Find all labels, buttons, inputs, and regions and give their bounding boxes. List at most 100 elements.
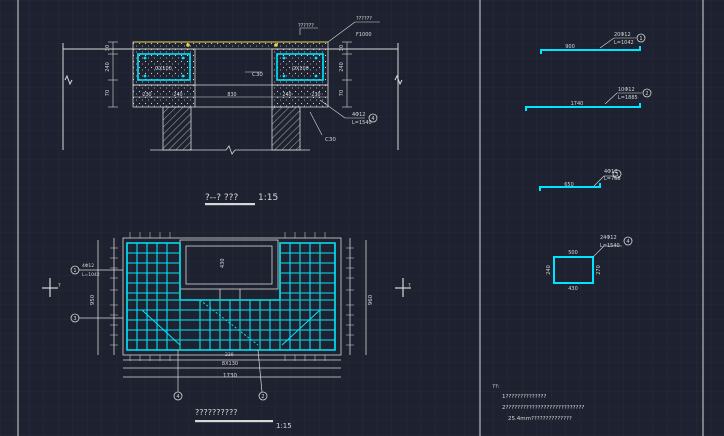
- plan-rebar-dot: [219, 319, 221, 321]
- section-dim-bottom: 830: [227, 92, 236, 98]
- plan-marker-right: ?: [408, 283, 411, 289]
- plan-rebar-dot: [279, 292, 281, 294]
- plan-rebar-dot: [239, 319, 241, 321]
- rebar-4-label2: L=1540: [600, 243, 620, 249]
- plan-rebar-dot: [259, 309, 261, 311]
- notes-line1: 1??????????????: [502, 394, 546, 400]
- plan-rebar-dot: [209, 299, 211, 301]
- plan-rebar-dot: [239, 309, 241, 311]
- section-scale: 1:15: [258, 193, 278, 203]
- plan-rebar-dot: [299, 262, 301, 264]
- plan-rebar-dot: [239, 339, 241, 341]
- plan-rebar-dot: [156, 299, 158, 301]
- plan-rebar-dot: [219, 349, 221, 351]
- rebar-4-num: 4: [626, 239, 629, 245]
- section-callout-text2: L=1540: [352, 120, 372, 126]
- plan-width-total: 1730: [223, 373, 237, 379]
- plan-callout-2-circle: [258, 391, 268, 401]
- plan-rebar-dot: [179, 242, 181, 244]
- plan-rebar-dot: [319, 339, 321, 341]
- plan-rebar-dot: [299, 309, 301, 311]
- plan-rebar-dot: [299, 272, 301, 274]
- plan-callout-2-num: 2: [261, 394, 264, 400]
- plan-height-total: 950: [90, 294, 96, 305]
- section-callout-num: 4: [371, 116, 374, 122]
- plan-rebar-dot: [199, 349, 201, 351]
- plan-rebar-dot: [179, 299, 181, 301]
- plan-rebar-dot: [199, 299, 201, 301]
- rebar-1-circle: [636, 33, 646, 43]
- plan-rebar-dot: [279, 282, 281, 284]
- plan-rebar-dot: [279, 262, 281, 264]
- plan-rebar-dot: [179, 282, 181, 284]
- rebar-2-num: 2: [645, 91, 648, 97]
- rebar-3-shape: [539, 183, 601, 191]
- section-block-label-right: GX100: [292, 66, 309, 72]
- plan-rebar-dot: [319, 309, 321, 311]
- drawing-frame: [17, 0, 704, 436]
- rebar-3-label2: L=768: [604, 176, 621, 182]
- rebar-1-label1: 20Φ12: [614, 32, 631, 38]
- plan-rebar-dot: [299, 282, 301, 284]
- plan-rebar-dot: [179, 252, 181, 254]
- plan-rebar-dot: [279, 272, 281, 274]
- plan-rebar-dot: [299, 349, 301, 351]
- plan-rebar-dot: [179, 349, 181, 351]
- rebar-3-num: 3: [615, 172, 618, 178]
- rebar-1-shape: [540, 46, 641, 54]
- rebar-3-circle: [612, 169, 622, 179]
- plan-rebar-dot: [319, 319, 321, 321]
- plan-rebar-dot: [299, 242, 301, 244]
- notes-heading: ??:: [492, 384, 500, 390]
- plan-rebar-dot: [319, 252, 321, 254]
- plan-rebar-dot: [126, 299, 128, 301]
- section-dim-right: 30: [339, 45, 345, 51]
- rebar-4-label1: 24Φ12: [600, 235, 617, 241]
- section-block-label-left: GX100: [155, 66, 172, 72]
- plan-rebar-dot: [319, 282, 321, 284]
- plan-rebar-dot: [219, 299, 221, 301]
- notes-line3: 25.4mm??????????????: [508, 416, 572, 422]
- plan-rebar-dot: [279, 349, 281, 351]
- plan-rebar-dot: [179, 272, 181, 274]
- section-dim-bottom: 240: [282, 92, 291, 98]
- plan-rebar-dot: [259, 299, 261, 301]
- plan-rebar-dot: [279, 329, 281, 331]
- rebar-details: 900 20Φ12 L=1042 1 1740 10Φ12 L=1885 2 6…: [525, 32, 652, 292]
- plan-rebar-dot: [334, 299, 336, 301]
- section-dim-bottom: 230: [311, 92, 320, 98]
- rebar-1-length: 900: [565, 44, 575, 50]
- plan-rebar-dot: [239, 329, 241, 331]
- section-dim-right: 70: [339, 90, 345, 96]
- section-dim-left: 30: [105, 45, 111, 51]
- plan-rebar-dot: [299, 299, 301, 301]
- plan-rebar-dot: [299, 292, 301, 294]
- plan-rebar-dot: [279, 319, 281, 321]
- plan-callout-1-circle: [70, 265, 80, 275]
- plan-rebar-dot: [289, 299, 291, 301]
- rebar-4-length-bottom: 430: [568, 286, 578, 292]
- plan-width-inner: 8X130: [222, 361, 238, 367]
- plan-rebar-dot: [259, 339, 261, 341]
- plan-rebar-dot: [179, 292, 181, 294]
- section-c30-label: C30: [252, 72, 263, 78]
- plan-rebar-dot: [299, 319, 301, 321]
- plan-rebar-dot: [279, 299, 281, 301]
- plan-rebar-dot: [179, 319, 181, 321]
- section-c30-label-bottom: C30: [325, 137, 336, 143]
- section-dim-bottom: 240: [173, 92, 182, 98]
- section-top-note: ??????: [298, 23, 314, 29]
- plan-rebar-dot: [249, 299, 251, 301]
- plan-rebar-dot: [199, 309, 201, 311]
- plan-rebar-dot: [319, 272, 321, 274]
- plan-rebar-dot: [299, 252, 301, 254]
- rebar-4-height-left: 240: [546, 265, 552, 275]
- section-side-sub: F1000: [356, 32, 372, 38]
- plan-rebar-dot: [259, 349, 261, 351]
- rebar-2-label2: L=1885: [618, 95, 638, 101]
- rebar-4-height-right: 270: [596, 265, 602, 275]
- plan-rebar-dot: [179, 329, 181, 331]
- section-title: ?--? ???: [205, 193, 238, 203]
- rebar-3-label1: 4Φ12: [604, 169, 617, 175]
